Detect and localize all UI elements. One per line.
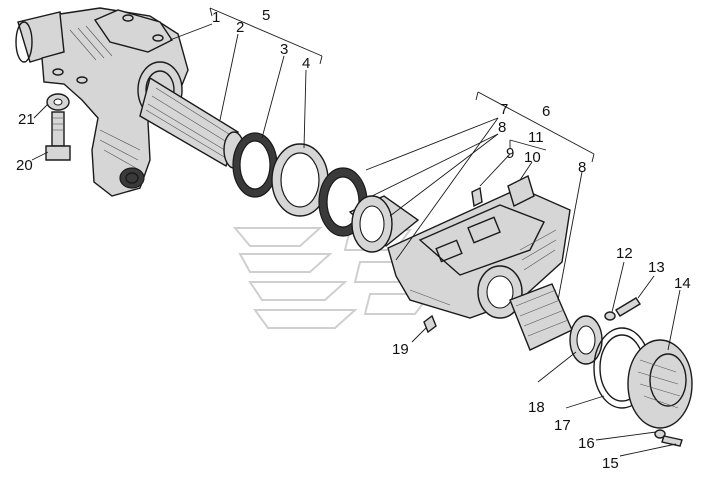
part-9-screw [471, 186, 483, 208]
label-7: 7 [500, 101, 508, 118]
part-1-axle-housing [15, 7, 189, 197]
part-13-bolt [615, 297, 641, 317]
part-8-bearing-left [348, 195, 420, 253]
label-9: 9 [506, 145, 514, 162]
part-20-bolt [45, 111, 71, 161]
label-15: 15 [602, 455, 619, 472]
label-4: 4 [302, 55, 310, 72]
label-19: 19 [392, 341, 409, 358]
label-13: 13 [648, 259, 665, 276]
part-19-bolt [423, 314, 437, 334]
label-21: 21 [18, 111, 35, 128]
label-6: 6 [542, 103, 550, 120]
callout-labels: 1 5 2 3 4 7 6 8 11 9 10 8 12 13 14 19 18… [16, 7, 691, 472]
label-10: 10 [524, 149, 541, 166]
part-15-bolt [661, 435, 683, 447]
part-10-cover-plate [507, 175, 535, 207]
part-21-washer [46, 93, 70, 111]
part-8-bearing-right [509, 283, 573, 351]
label-3: 3 [280, 41, 288, 58]
label-5: 5 [262, 7, 270, 24]
part-12-washer [604, 311, 616, 321]
label-16: 16 [578, 435, 595, 452]
part-6-balancer-body [387, 187, 571, 319]
label-1: 1 [212, 9, 220, 26]
label-12: 12 [616, 245, 633, 262]
part-18-nut [569, 315, 603, 365]
label-18: 18 [528, 399, 545, 416]
label-20: 20 [16, 157, 33, 174]
label-8-right: 8 [578, 159, 586, 176]
part-14-end-cap [627, 339, 693, 429]
bracket-11 [509, 139, 547, 151]
bracket-6 [475, 91, 595, 163]
label-11: 11 [528, 129, 544, 146]
label-8-top: 8 [498, 119, 506, 136]
part-16-washer [654, 429, 666, 439]
leader-lines [31, 23, 681, 457]
label-17: 17 [554, 417, 571, 434]
label-2: 2 [236, 19, 244, 36]
part-2-shaft-tube [139, 76, 245, 169]
part-4-washer [271, 143, 329, 217]
part-3-seal-ring [232, 132, 278, 198]
label-14: 14 [674, 275, 691, 292]
bracket-5 [209, 7, 323, 65]
